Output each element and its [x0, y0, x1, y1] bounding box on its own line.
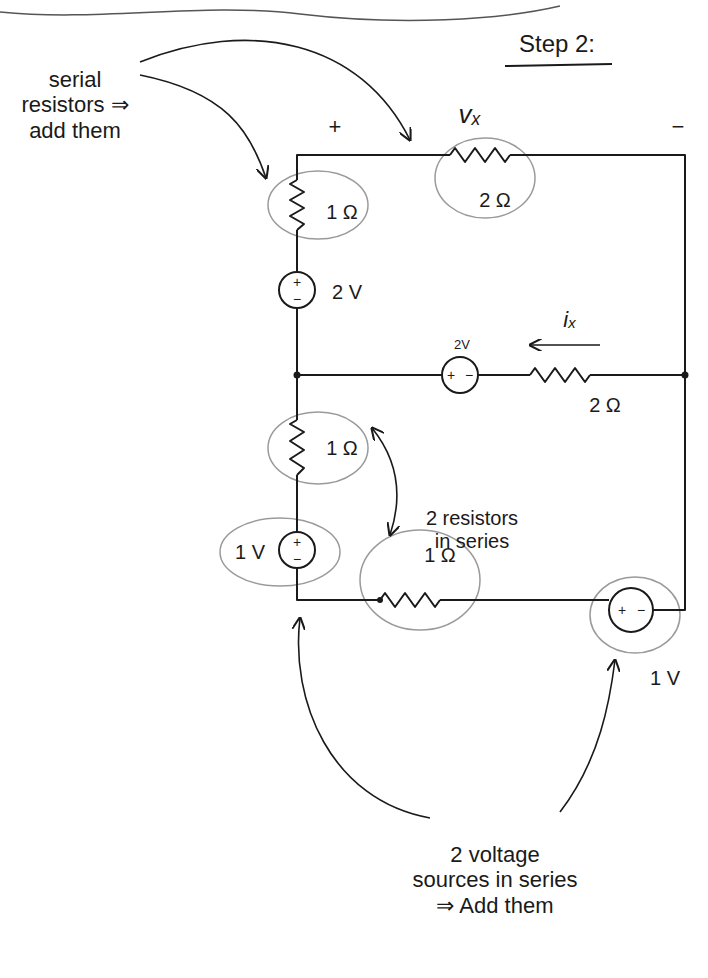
annotation-arrow	[372, 428, 397, 535]
wire	[297, 155, 450, 180]
highlight-circle	[268, 171, 368, 239]
polarity-sign: −	[293, 291, 301, 307]
annotation-arrow	[140, 75, 266, 178]
highlight-circle	[435, 138, 535, 218]
voltage-value: 2V	[454, 338, 470, 353]
highlight-circle	[590, 577, 680, 653]
wire	[297, 568, 380, 600]
wire	[296, 308, 298, 420]
annotation-note: 2 voltage sources in series ⇒ Add them	[410, 842, 580, 918]
voltage-value: 1 V	[235, 541, 265, 564]
junction-dot	[377, 597, 383, 603]
resistor-symbol	[450, 148, 510, 162]
polarity-sign: +	[618, 602, 626, 618]
voltage-source-symbol	[279, 532, 315, 568]
resistance-value: 2 Ω	[479, 189, 511, 212]
polarity-sign: −	[293, 551, 301, 567]
resistor-symbol	[290, 420, 304, 475]
wires	[297, 155, 685, 610]
polarity-sign: +	[293, 274, 301, 290]
polarity-sign: −	[672, 114, 685, 139]
wire	[478, 374, 530, 376]
voltage-source-symbol	[442, 357, 478, 393]
polarity-sign: −	[465, 367, 473, 383]
junction-dot	[294, 372, 301, 379]
junction-dot	[682, 372, 689, 379]
highlight-circle	[268, 412, 368, 484]
current-name: iₓ	[563, 307, 576, 332]
highlight-circles	[220, 138, 680, 653]
resistance-value: 2 Ω	[589, 394, 621, 417]
sources	[279, 272, 653, 632]
polarity-sign: +	[329, 114, 342, 139]
resistance-value: 1 Ω	[326, 437, 358, 460]
wire	[297, 374, 442, 376]
wire	[296, 230, 298, 272]
annotation-arrow	[299, 618, 430, 818]
wire	[440, 599, 609, 601]
resistor-symbol	[290, 180, 304, 230]
annotation-note: serial resistors ⇒ add them	[19, 67, 131, 143]
current-arrow	[530, 344, 600, 346]
annotation-arrows	[140, 40, 615, 818]
title-underline	[505, 64, 612, 66]
voltage-value: 1 V	[650, 667, 680, 690]
annotation-arrow	[560, 660, 615, 812]
resistor-symbol	[530, 368, 590, 382]
resistor-symbol	[380, 593, 440, 607]
polarity-sign: +	[293, 534, 301, 550]
wire	[590, 374, 685, 376]
polarity-sign: −	[637, 602, 645, 618]
resistors	[290, 148, 590, 607]
voltage-name: vₓ	[459, 100, 482, 130]
annotation-arrow	[140, 40, 410, 140]
wire	[296, 475, 298, 532]
wire	[510, 155, 685, 610]
polarity-sign: +	[447, 367, 455, 383]
highlight-circle	[220, 518, 340, 586]
voltage-source-symbol	[609, 588, 653, 632]
step-title: Step 2:	[519, 30, 595, 58]
voltage-value: 2 V	[332, 281, 362, 304]
resistance-value: 1 Ω	[326, 201, 358, 224]
voltage-source-symbol	[279, 272, 315, 308]
page-edge-line	[0, 6, 560, 20]
resistance-value: 1 Ω	[424, 544, 456, 567]
junctions	[294, 372, 689, 604]
